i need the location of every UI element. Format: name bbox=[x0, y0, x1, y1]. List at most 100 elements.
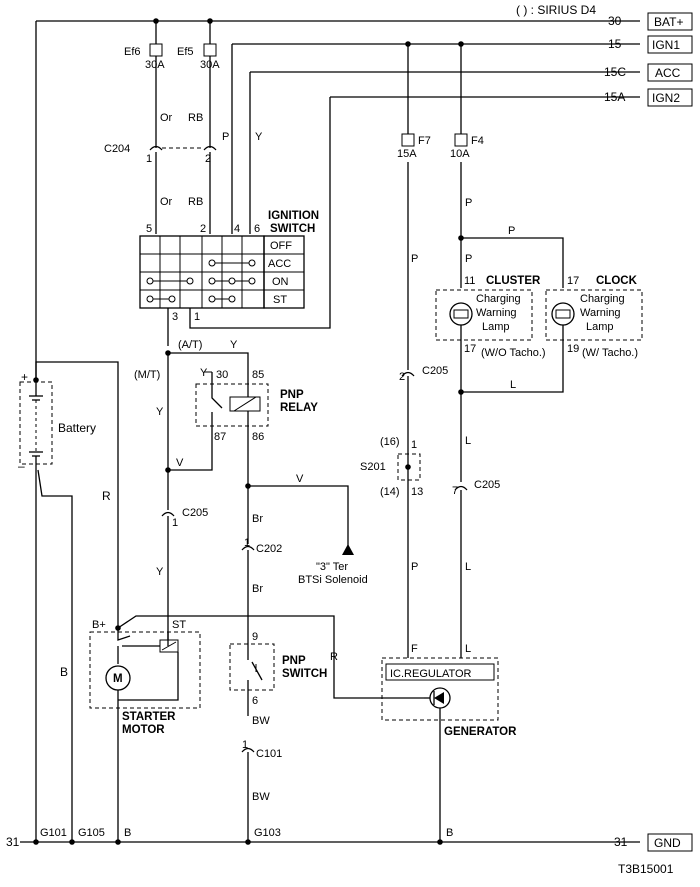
svg-text:S201: S201 bbox=[360, 461, 386, 473]
svg-text:F7: F7 bbox=[418, 135, 431, 147]
svg-text:Br: Br bbox=[252, 513, 263, 525]
svg-text:GENERATOR: GENERATOR bbox=[444, 726, 517, 738]
svg-text:Or: Or bbox=[160, 196, 173, 208]
svg-text:Warning: Warning bbox=[580, 307, 621, 319]
svg-text:C205: C205 bbox=[182, 507, 208, 519]
fuse-f4: F4 10A bbox=[450, 44, 484, 160]
connector-c205-left: 1 C205 bbox=[161, 507, 208, 529]
svg-text:P: P bbox=[465, 253, 472, 265]
svg-text:Ef5: Ef5 bbox=[177, 46, 194, 58]
svg-text:CLOCK: CLOCK bbox=[596, 275, 638, 287]
svg-text:Lamp: Lamp bbox=[482, 321, 510, 333]
svg-text:1: 1 bbox=[172, 517, 178, 529]
ign-pos-st: ST bbox=[273, 294, 287, 306]
svg-text:19: 19 bbox=[567, 343, 579, 355]
diagram-code: T3B15001 bbox=[618, 862, 674, 876]
svg-text:PNP: PNP bbox=[280, 389, 304, 401]
starter-motor: B+ ST M STARTER MOTOR bbox=[89, 619, 201, 842]
svg-text:5: 5 bbox=[146, 223, 152, 235]
svg-text:+: + bbox=[21, 370, 28, 384]
svg-text:13: 13 bbox=[411, 486, 423, 498]
pnp-switch: 9 6 PNP SWITCH bbox=[229, 631, 327, 716]
svg-text:30: 30 bbox=[216, 369, 228, 381]
clock: 17 CLOCK Charging Warning Lamp 19 (W/ Ta… bbox=[545, 275, 643, 359]
svg-text:1: 1 bbox=[146, 153, 152, 165]
svg-text:C101: C101 bbox=[256, 748, 282, 760]
svg-text:17: 17 bbox=[567, 275, 579, 287]
svg-text:30A: 30A bbox=[145, 59, 165, 71]
ground-g105: G105 bbox=[78, 827, 105, 839]
svg-text:STARTER: STARTER bbox=[122, 711, 176, 723]
cluster: 11 CLUSTER Charging Warning Lamp 17 (W/O… bbox=[435, 275, 546, 359]
svg-text:B: B bbox=[446, 827, 453, 839]
svg-text:C205: C205 bbox=[422, 365, 448, 377]
rail-acc-label: ACC bbox=[655, 66, 681, 80]
svg-text:P: P bbox=[411, 561, 418, 573]
svg-text:10A: 10A bbox=[450, 148, 470, 160]
battery: + – Battery bbox=[18, 370, 96, 473]
connector-c205-f7: 2 C205 bbox=[399, 365, 448, 383]
svg-text:1: 1 bbox=[194, 311, 200, 323]
svg-text:SWITCH: SWITCH bbox=[282, 668, 327, 680]
svg-text:P: P bbox=[411, 253, 418, 265]
rail-ign2-label: IGN2 bbox=[652, 91, 680, 105]
svg-text:31: 31 bbox=[6, 835, 20, 849]
svg-text:Y: Y bbox=[230, 339, 238, 351]
rail-acc: 15C ACC bbox=[250, 63, 693, 82]
ign-pos-off: OFF bbox=[270, 240, 292, 252]
svg-text:RB: RB bbox=[188, 112, 203, 124]
svg-text:B: B bbox=[124, 827, 131, 839]
svg-text:Y: Y bbox=[156, 566, 164, 578]
connector-c205-f4: 7 C205 bbox=[452, 479, 500, 497]
fuse-ef6: Ef6 30A bbox=[124, 21, 165, 148]
svg-text:2: 2 bbox=[205, 153, 211, 165]
svg-text:15A: 15A bbox=[397, 148, 417, 160]
svg-text:B+: B+ bbox=[92, 619, 106, 631]
svg-text:7: 7 bbox=[452, 485, 458, 497]
svg-text:"3" Ter: "3" Ter bbox=[316, 561, 348, 573]
svg-text:15: 15 bbox=[608, 37, 622, 51]
svg-text:15C: 15C bbox=[604, 65, 626, 79]
svg-text:IGNITION: IGNITION bbox=[268, 210, 319, 222]
svg-text:11: 11 bbox=[464, 275, 475, 287]
svg-text:ST: ST bbox=[172, 619, 186, 631]
svg-text:Y: Y bbox=[200, 367, 208, 379]
ic-regulator-label: IC.REGULATOR bbox=[390, 668, 472, 680]
svg-text:6: 6 bbox=[254, 223, 260, 235]
svg-text:F4: F4 bbox=[471, 135, 484, 147]
svg-text:9: 9 bbox=[252, 631, 258, 643]
fuse-f7: F7 15A bbox=[397, 44, 431, 160]
svg-text:(16): (16) bbox=[380, 436, 400, 448]
svg-text:2: 2 bbox=[200, 223, 206, 235]
svg-text:15A: 15A bbox=[604, 90, 625, 104]
svg-text:2: 2 bbox=[399, 371, 405, 383]
rail-gnd-label: GND bbox=[654, 836, 681, 850]
svg-text:Charging: Charging bbox=[580, 293, 625, 305]
connector-c204: C204 1 2 bbox=[104, 143, 217, 165]
svg-text:1: 1 bbox=[411, 439, 417, 451]
ground-g103: G103 bbox=[254, 827, 281, 839]
svg-text:–: – bbox=[18, 459, 25, 473]
ground-g101: G101 bbox=[40, 827, 67, 839]
motor-symbol: M bbox=[113, 673, 123, 685]
svg-text:L: L bbox=[465, 561, 471, 573]
svg-text:MOTOR: MOTOR bbox=[122, 724, 165, 736]
svg-text:6: 6 bbox=[252, 695, 258, 707]
svg-text:Warning: Warning bbox=[476, 307, 517, 319]
svg-text:P: P bbox=[465, 197, 472, 209]
svg-text:SWITCH: SWITCH bbox=[270, 223, 315, 235]
svg-text:V: V bbox=[176, 457, 184, 469]
splice-s201: (16) 1 S201 (14) 13 bbox=[360, 436, 423, 498]
svg-text:17: 17 bbox=[464, 343, 476, 355]
generator: IC.REGULATOR GENERATOR bbox=[381, 657, 517, 842]
svg-text:30: 30 bbox=[608, 14, 622, 28]
connector-c202: 1 C202 bbox=[241, 537, 282, 555]
rail-gnd: 31 31 GND bbox=[6, 833, 693, 852]
svg-text:(14): (14) bbox=[380, 486, 400, 498]
pnp-relay: Y 30 85 87 86 PNP RELAY bbox=[195, 367, 318, 486]
svg-text:C205: C205 bbox=[474, 479, 500, 491]
svg-text:Charging: Charging bbox=[476, 293, 521, 305]
svg-text:3: 3 bbox=[172, 311, 178, 323]
svg-text:RELAY: RELAY bbox=[280, 402, 318, 414]
